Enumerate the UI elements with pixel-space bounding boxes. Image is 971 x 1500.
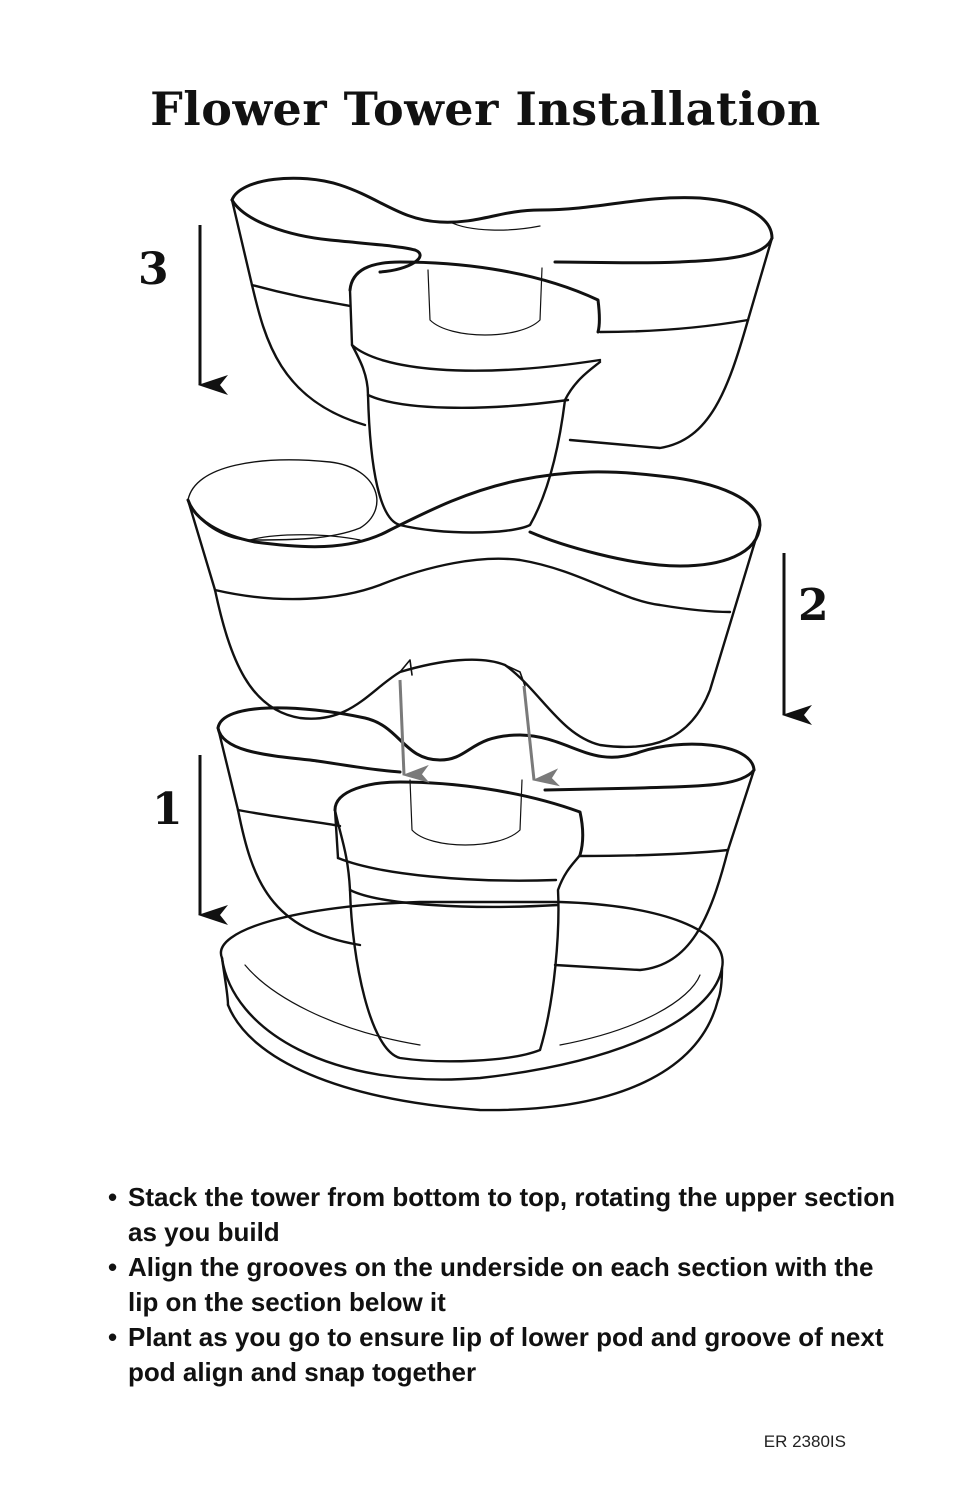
instruction-item: • Align the grooves on the underside on …: [108, 1250, 908, 1320]
alignment-guide-arrows: [400, 680, 534, 780]
section-1: [218, 708, 754, 1061]
instruction-text: Stack the tower from bottom to top, rota…: [128, 1182, 895, 1247]
instruction-item: • Stack the tower from bottom to top, ro…: [108, 1180, 908, 1250]
bullet: •: [108, 1180, 117, 1215]
step-number-3: 3: [138, 244, 169, 295]
bullet: •: [108, 1320, 117, 1355]
instruction-item: • Plant as you go to ensure lip of lower…: [108, 1320, 908, 1390]
alignment-arrow-left: [400, 680, 404, 775]
instruction-text: Align the grooves on the underside on ea…: [128, 1252, 873, 1317]
document-code: ER 2380IS: [764, 1432, 846, 1452]
instruction-list: • Stack the tower from bottom to top, ro…: [108, 1180, 908, 1390]
bullet: •: [108, 1250, 117, 1285]
base-tray: [221, 902, 723, 1110]
instruction-text: Plant as you go to ensure lip of lower p…: [128, 1322, 884, 1387]
step-number-2: 2: [798, 580, 829, 631]
step-number-1: 1: [152, 784, 183, 835]
section-2: [188, 460, 760, 747]
alignment-arrow-right: [524, 686, 534, 780]
